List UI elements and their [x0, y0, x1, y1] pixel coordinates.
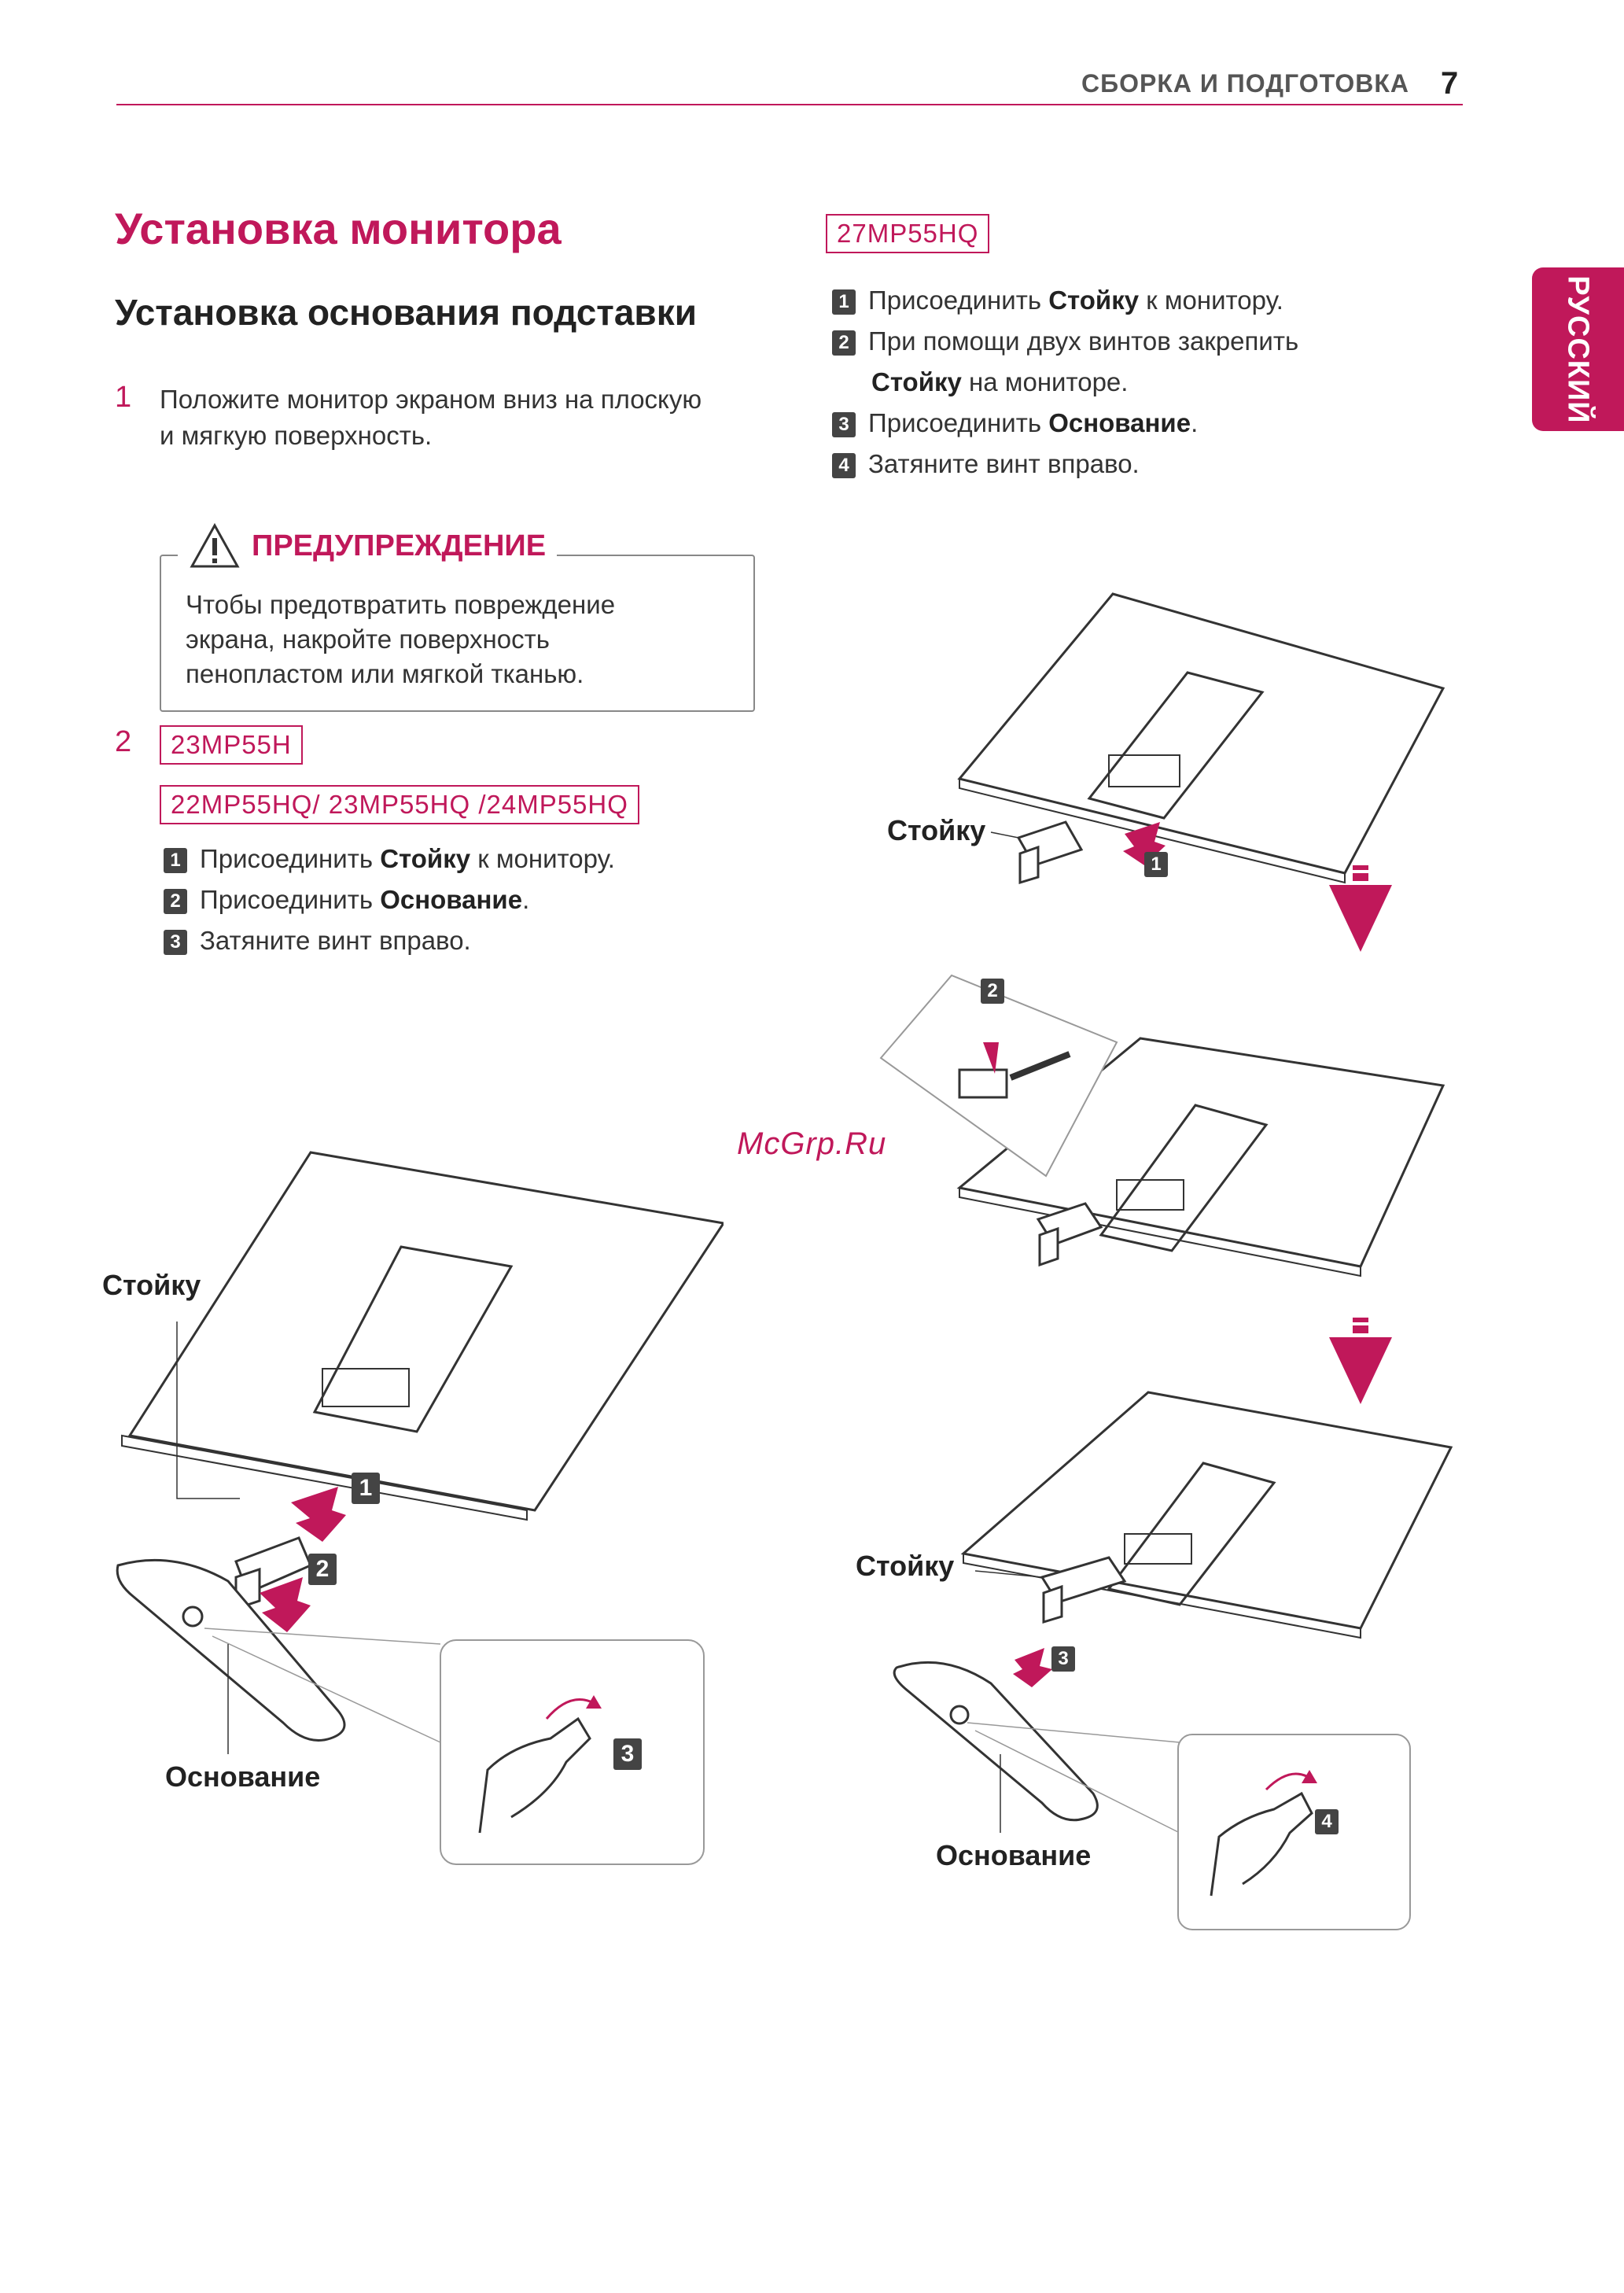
step-badge-2: 2	[164, 889, 187, 915]
warning-triangle-icon	[190, 522, 240, 568]
right-substep-2-continued: Стойку на мониторе.	[871, 367, 1129, 396]
label-stand-right-top: Стойку	[887, 814, 986, 846]
model-badge-27mp55hq: 27MP55HQ	[826, 214, 990, 253]
step-1-text: Положите монитор экраном вниз на плоскую…	[160, 382, 702, 454]
warning-header: ПРЕДУПРЕЖДЕНИЕ	[178, 522, 558, 570]
label-base-left: Основание	[165, 1760, 321, 1793]
section-subtitle: Установка основания подставки	[115, 292, 697, 333]
callout-right-2: 2	[981, 979, 1004, 1004]
callout-left-2: 2	[308, 1554, 337, 1585]
header-section-title: СБОРКА И ПОДГОТОВКА	[1081, 69, 1410, 98]
callout-right-3: 3	[1051, 1646, 1075, 1672]
model-badge-22-23-24mp55hq: 22MP55HQ/ 23MP55HQ /24MP55HQ	[160, 785, 639, 824]
warning-line-3: пенопластом или мягкой тканью.	[186, 659, 584, 688]
step-badge-3: 3	[832, 412, 856, 438]
watermark: McGrp.Ru	[737, 1126, 887, 1161]
language-tab-label: РУССКИЙ	[1562, 275, 1595, 424]
language-tab[interactable]: РУССКИЙ	[1532, 267, 1624, 431]
callout-right-4: 4	[1315, 1809, 1339, 1834]
page-number: 7	[1441, 66, 1459, 101]
warning-line-1: Чтобы предотвратить повреждение	[186, 590, 616, 619]
header-rule	[116, 104, 1463, 105]
step-1-line-2: и мягкую поверхность.	[160, 421, 433, 450]
step-badge-4: 4	[832, 453, 856, 479]
left-assembly-illustration	[116, 1151, 724, 1865]
step-badge-1: 1	[164, 848, 187, 874]
step-badge-3: 3	[164, 930, 187, 956]
warning-text: Чтобы предотвратить повреждение экрана, …	[186, 588, 736, 691]
step-1-number: 1	[115, 381, 132, 414]
step-badge-2: 2	[832, 330, 856, 356]
callout-left-3: 3	[613, 1738, 642, 1770]
step-1-line-1: Положите монитор экраном вниз на плоскую	[160, 385, 702, 414]
label-stand-left: Стойку	[102, 1269, 201, 1301]
callout-left-1: 1	[352, 1473, 380, 1504]
callout-right-1: 1	[1144, 852, 1168, 877]
right-assembly-illustration	[879, 592, 1453, 1930]
label-base-right: Основание	[936, 1839, 1092, 1871]
warning-line-2: экрана, накройте поверхность	[186, 625, 550, 654]
label-stand-right-bottom: Стойку	[856, 1550, 955, 1582]
step-badge-1: 1	[832, 289, 856, 315]
page-title: Установка монитора	[115, 204, 562, 253]
warning-title: ПРЕДУПРЕЖДЕНИЕ	[252, 529, 547, 562]
model-badge-23mp55h: 23MP55H	[160, 725, 303, 765]
step-2-number: 2	[115, 725, 132, 758]
